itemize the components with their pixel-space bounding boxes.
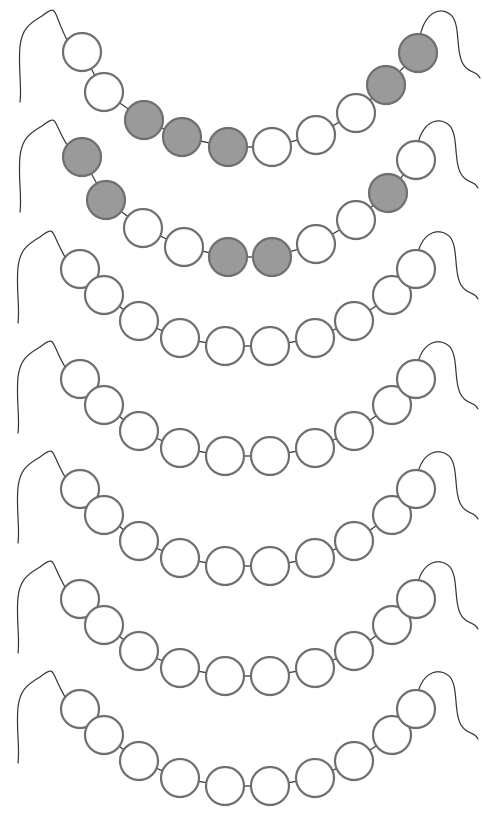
bead-empty (397, 360, 435, 398)
bead-empty (297, 225, 335, 263)
bead-empty (124, 209, 162, 247)
bead-empty (397, 580, 435, 618)
bead-filled (209, 238, 247, 276)
bead-empty (335, 412, 373, 450)
bead-empty (296, 539, 334, 577)
bead-empty (397, 470, 435, 508)
bead-empty (337, 94, 375, 132)
strand-left-string (17, 231, 65, 323)
bead-empty (296, 319, 334, 357)
bead-empty (161, 649, 199, 687)
strand-left-string (19, 10, 67, 102)
bead-empty (85, 73, 123, 111)
bead-filled (163, 118, 201, 156)
bead-empty (120, 742, 158, 780)
strand-left-string (17, 671, 65, 763)
bead-empty (397, 690, 435, 728)
bead-empty (253, 128, 291, 166)
bead-empty (397, 141, 435, 179)
bead-empty (335, 522, 373, 560)
bead-empty (120, 412, 158, 450)
bead-filled (87, 181, 125, 219)
bead-empty (161, 539, 199, 577)
bead-empty (165, 228, 203, 266)
bead-strand (17, 341, 478, 475)
bead-empty (85, 496, 123, 534)
bead-empty (120, 302, 158, 340)
bead-empty (397, 250, 435, 288)
bead-empty (296, 759, 334, 797)
bead-empty (206, 327, 244, 365)
bead-filled (209, 128, 247, 166)
bead-empty (206, 547, 244, 585)
bead-filled (253, 238, 291, 276)
bead-empty (335, 632, 373, 670)
bead-empty (296, 649, 334, 687)
bead-empty (85, 606, 123, 644)
bead-filled (367, 66, 405, 104)
strand-left-string (17, 561, 65, 653)
bead-empty (296, 429, 334, 467)
bead-empty (251, 657, 289, 695)
bead-empty (85, 276, 123, 314)
bead-empty (161, 319, 199, 357)
bead-empty (63, 33, 101, 71)
bead-empty (251, 437, 289, 475)
bead-filled (125, 101, 163, 139)
bead-strand (17, 451, 478, 585)
bead-filled (63, 138, 101, 176)
strand-left-string (19, 120, 67, 212)
bead-empty (337, 201, 375, 239)
bead-empty (161, 429, 199, 467)
bead-strand (17, 561, 478, 695)
bead-empty (85, 716, 123, 754)
bead-empty (161, 759, 199, 797)
bead-empty (297, 116, 335, 154)
bead-strand (17, 231, 478, 365)
strand-left-string (17, 341, 65, 433)
bead-empty (206, 657, 244, 695)
bead-empty (120, 632, 158, 670)
strand-left-string (17, 451, 65, 543)
bead-strand (17, 671, 478, 805)
bead-empty (335, 742, 373, 780)
bead-empty (206, 767, 244, 805)
bead-empty (251, 547, 289, 585)
bead-empty (206, 437, 244, 475)
bead-empty (120, 522, 158, 560)
bead-empty (335, 302, 373, 340)
bead-empty (251, 767, 289, 805)
bead-empty (85, 386, 123, 424)
bead-filled (369, 174, 407, 212)
bead-filled (399, 34, 437, 72)
bead-empty (251, 327, 289, 365)
